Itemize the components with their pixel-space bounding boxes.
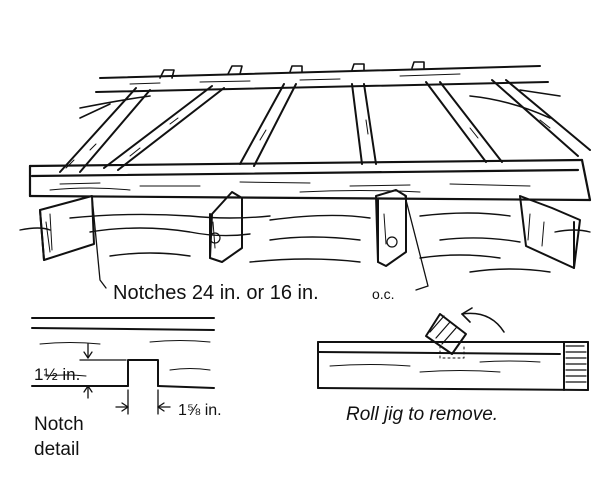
jig-grain <box>329 360 541 373</box>
roll-jig-label: Roll jig to remove. <box>346 404 498 425</box>
wood-grain-texture <box>19 212 591 273</box>
width-label: 1⅝ in. <box>178 402 222 419</box>
oc-label: o.c. <box>372 286 395 302</box>
far-sill <box>79 89 561 119</box>
joists <box>59 79 591 173</box>
width-dimension <box>115 389 171 415</box>
joist-end-3 <box>375 189 407 267</box>
detail-notch-outline <box>127 359 159 387</box>
depth-dimension <box>79 343 127 399</box>
joist-end-4 <box>519 195 581 269</box>
jig-original-position <box>439 345 465 359</box>
main-beam <box>28 158 592 202</box>
far-beam <box>95 65 549 93</box>
roll-jig-drawing <box>317 307 589 391</box>
notch-detail-label-line1: Notch <box>34 414 84 435</box>
jig-block <box>425 313 467 355</box>
jig-beam <box>317 341 589 391</box>
text-labels: Notches 24 in. or 16 in. o.c. 1½ in. 1⅝ … <box>34 282 498 460</box>
depth-label: 1½ in. <box>34 365 80 384</box>
deck-framing-perspective <box>19 61 592 291</box>
detail-grain <box>39 340 211 377</box>
joist-end-1 <box>39 195 95 261</box>
joist-end-2 <box>209 191 243 263</box>
detail-beam-bottom-right <box>157 385 215 389</box>
notch-leader-lines <box>91 195 429 291</box>
notch-detail-drawing <box>31 317 215 415</box>
jig-end-grain <box>565 341 589 391</box>
far-beam-stubs <box>159 61 425 79</box>
notch-detail-label-line2: detail <box>34 439 79 460</box>
notches-label: Notches 24 in. or 16 in. <box>113 282 319 304</box>
detail-beam-top-edge <box>31 327 215 331</box>
roll-arrow <box>461 307 505 333</box>
